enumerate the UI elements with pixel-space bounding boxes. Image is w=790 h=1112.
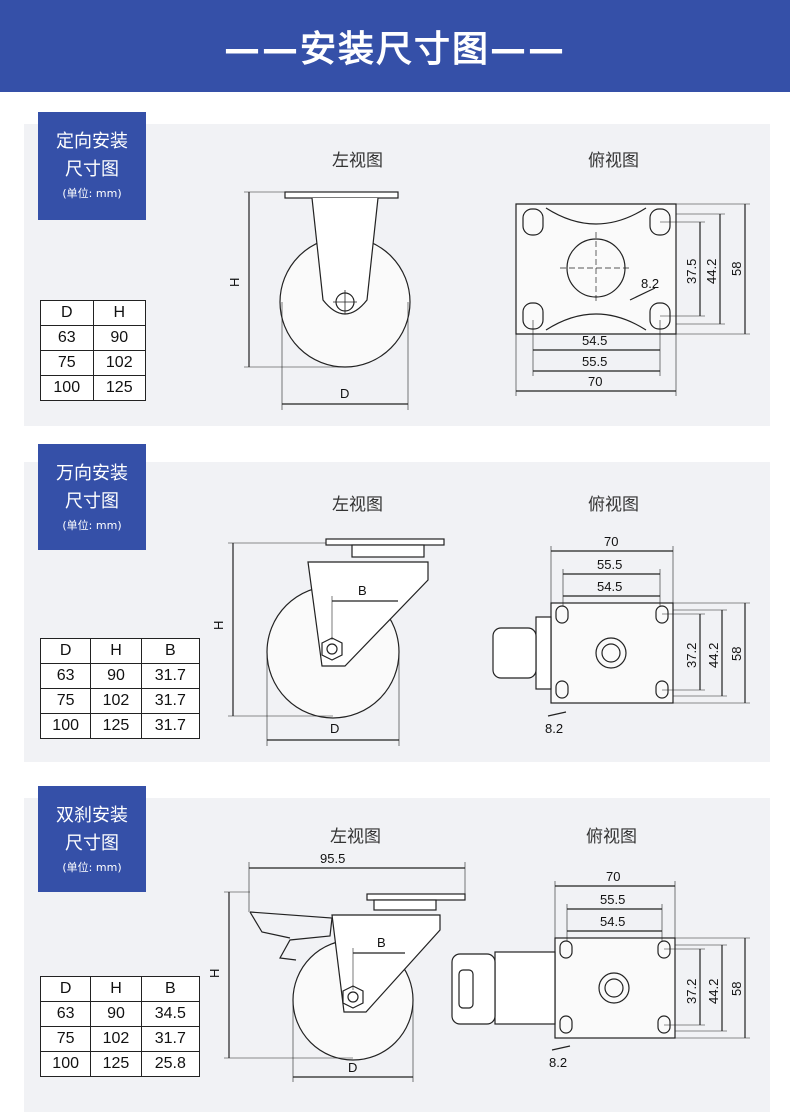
top-view-title: 俯视图: [586, 827, 637, 847]
table-cell: 125: [92, 375, 146, 401]
dim-b-label: B: [377, 935, 386, 950]
dim-w3: 54.5: [597, 579, 622, 594]
tag-line2: 尺寸图: [65, 833, 119, 854]
section-swivel-tag: 万向安装 尺寸图 (单位: mm): [38, 444, 146, 550]
dim-w3: 54.5: [600, 914, 625, 929]
top-view-title: 俯视图: [588, 151, 639, 171]
table-cell: 102: [90, 1026, 142, 1052]
section-fixed-tag: 定向安装 尺寸图 (单位: mm): [38, 112, 146, 220]
dim-b-label: B: [358, 583, 367, 598]
banner-title: ——安装尺寸图——: [223, 29, 566, 70]
table-header: H: [90, 638, 142, 664]
dim-w1: 54.5: [582, 333, 607, 348]
table-cell: 75: [39, 688, 92, 714]
table-cell: 100: [39, 713, 92, 739]
dim-v2: 44.2: [704, 259, 719, 284]
tag-line2: 尺寸图: [65, 159, 119, 180]
table-cell: 100: [40, 375, 94, 401]
left-view-title: 左视图: [330, 827, 381, 847]
tag-line2: 尺寸图: [65, 491, 119, 512]
table-header: D: [40, 300, 94, 326]
table-cell: 31.7: [140, 688, 201, 714]
dim-v1: 37.5: [684, 259, 699, 284]
dim-w2: 55.5: [597, 557, 622, 572]
dim-v3: 58: [729, 982, 744, 996]
table-cell: 25.8: [140, 1051, 201, 1077]
table-cell: 100: [39, 1051, 92, 1077]
dim-h-label: H: [207, 969, 222, 978]
left-view-title: 左视图: [332, 495, 383, 515]
top-view-title: 俯视图: [588, 495, 639, 515]
dim-v3: 58: [729, 647, 744, 661]
dim-hole: 8.2: [549, 1055, 567, 1070]
table-cell: 63: [39, 663, 92, 689]
table-cell: 31.7: [140, 663, 201, 689]
tag-unit: (单位: mm): [62, 861, 122, 874]
dim-h-label: H: [227, 278, 242, 287]
tag-unit: (单位: mm): [62, 519, 122, 532]
table-header: D: [39, 638, 92, 664]
table-header: H: [90, 976, 142, 1002]
table-cell: 90: [90, 663, 142, 689]
table-cell: 31.7: [140, 713, 201, 739]
left-view-title: 左视图: [332, 151, 383, 171]
dim-d-label: D: [348, 1060, 357, 1075]
tag-line1: 万向安装: [56, 463, 128, 484]
dim-hole: 8.2: [545, 721, 563, 736]
dim-d-label: D: [340, 386, 349, 401]
dim-w1: 70: [606, 869, 620, 884]
table-cell: 125: [90, 1051, 142, 1077]
table-cell: 102: [92, 350, 146, 376]
tag-line1: 定向安装: [56, 131, 128, 152]
table-cell: 63: [39, 1001, 92, 1027]
table-cell: 102: [90, 688, 142, 714]
dim-v2: 44.2: [706, 643, 721, 668]
table-cell: 75: [40, 350, 94, 376]
table-cell: 75: [39, 1026, 92, 1052]
table-cell: 125: [90, 713, 142, 739]
table-header: D: [39, 976, 92, 1002]
tag-unit: (单位: mm): [62, 187, 122, 200]
table-cell: 31.7: [140, 1026, 201, 1052]
table-cell: 34.5: [140, 1001, 201, 1027]
dim-top-label: 95.5: [320, 851, 345, 866]
dim-w1: 70: [604, 534, 618, 549]
table-header: B: [140, 638, 201, 664]
dim-v2: 44.2: [706, 979, 721, 1004]
dim-hole: 8.2: [641, 276, 659, 291]
tag-line1: 双刹安装: [56, 805, 128, 826]
dim-v3: 58: [729, 262, 744, 276]
dim-w2: 55.5: [582, 354, 607, 369]
banner: ——安装尺寸图——: [0, 0, 790, 92]
table-cell: 90: [90, 1001, 142, 1027]
section-brake-tag: 双刹安装 尺寸图 (单位: mm): [38, 786, 146, 892]
dim-h-label: H: [211, 621, 226, 630]
table-header: B: [140, 976, 201, 1002]
dim-w2: 55.5: [600, 892, 625, 907]
dim-v1: 37.2: [684, 643, 699, 668]
dim-w3: 70: [588, 374, 602, 389]
dim-d-label: D: [330, 721, 339, 736]
dim-v1: 37.2: [684, 979, 699, 1004]
